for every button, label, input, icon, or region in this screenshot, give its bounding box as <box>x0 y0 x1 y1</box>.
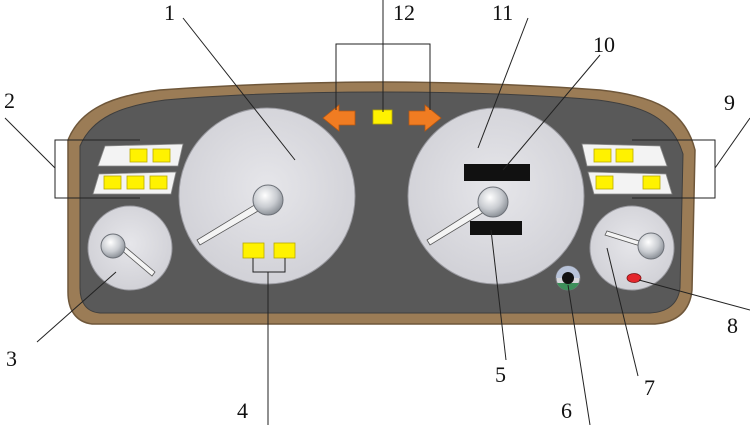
speedometer-hub <box>252 184 284 216</box>
tachometer <box>407 107 585 285</box>
upper-display <box>464 164 530 181</box>
leader-lines <box>4 0 750 425</box>
indicator-lamp-4b <box>273 242 296 259</box>
callout-10: 10 <box>593 32 615 57</box>
callout-11: 11 <box>492 0 513 25</box>
lower-display <box>470 221 522 235</box>
indicator-lamp-4a <box>242 242 265 259</box>
right-indicator-strip-top <box>581 143 668 167</box>
temperature-gauge-hub <box>637 232 665 260</box>
temperature-gauge <box>589 205 675 291</box>
callout-4: 4 <box>237 398 248 423</box>
fuel-gauge <box>87 205 173 291</box>
left-indicator-strip-top <box>97 143 184 167</box>
fuel-gauge-hub <box>100 233 126 259</box>
callout-12: 12 <box>393 0 415 25</box>
callout-7: 7 <box>644 375 655 400</box>
tachometer-hub <box>477 186 509 218</box>
callout-2: 2 <box>4 88 15 113</box>
right-indicator-strip-bottom <box>587 171 673 195</box>
speedometer <box>178 107 356 285</box>
callout-9: 9 <box>724 90 735 115</box>
warning-lamp-red <box>626 273 642 283</box>
center-indicator-lamp <box>372 109 393 125</box>
callout-8: 8 <box>727 313 738 338</box>
callout-3: 3 <box>6 346 17 371</box>
cluster-panel <box>79 91 684 314</box>
callout-6: 6 <box>561 398 572 423</box>
left-turn-arrow-icon <box>322 104 356 132</box>
right-turn-arrow-icon <box>408 104 442 132</box>
callout-1: 1 <box>164 0 175 25</box>
callout-5: 5 <box>495 362 506 387</box>
left-indicator-strip-bottom <box>92 171 177 195</box>
